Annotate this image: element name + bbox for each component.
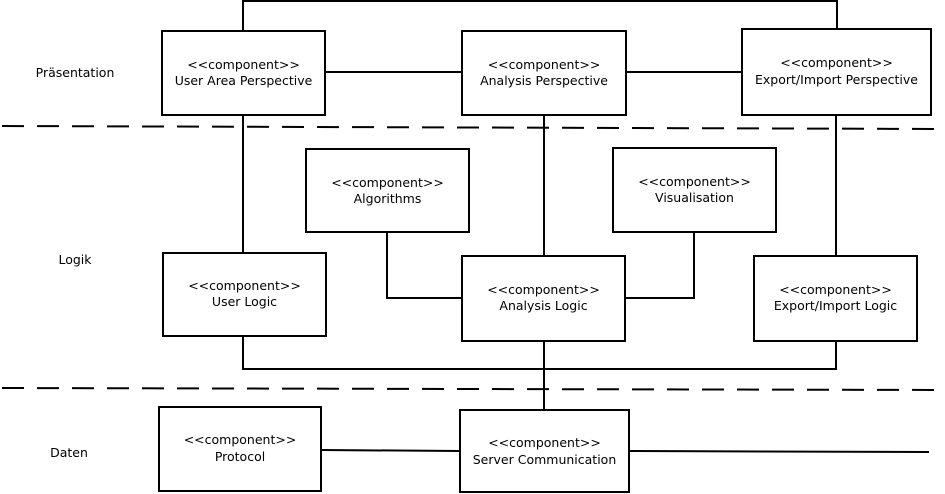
layer-separator-presentation-logic — [1, 125, 944, 130]
component-stereotype: <<component>> — [187, 57, 300, 72]
connector-logic-bus — [242, 336, 837, 370]
component-name: Algorithms — [354, 191, 422, 206]
component-stereotype: <<component>> — [487, 282, 600, 297]
connector-protocol-server-communication — [320, 449, 461, 452]
layer-label-data: Daten — [50, 445, 88, 460]
component-name: User Logic — [212, 294, 277, 309]
component-user-logic[interactable]: <<component>> User Logic — [162, 252, 327, 337]
layer-label-presentation: Präsentation — [36, 65, 115, 80]
component-name: Analysis Logic — [499, 298, 587, 313]
component-stereotype: <<component>> — [638, 174, 751, 189]
connector-algorithms-analysis-logic — [386, 232, 462, 299]
component-algorithms[interactable]: <<component>> Algorithms — [305, 148, 470, 233]
component-stereotype: <<component>> — [488, 57, 601, 72]
layer-label-logic: Logik — [58, 252, 92, 267]
component-analysis-perspective[interactable]: <<component>> Analysis Perspective — [461, 30, 627, 116]
component-export-import-perspective[interactable]: <<component>> Export/Import Perspective — [741, 28, 932, 116]
component-stereotype: <<component>> — [331, 175, 444, 190]
component-stereotype: <<component>> — [188, 278, 301, 293]
layer-separator-logic-data — [1, 387, 944, 391]
component-name: Visualisation — [655, 190, 734, 205]
component-visualisation[interactable]: <<component>> Visualisation — [612, 147, 777, 233]
component-server-communication[interactable]: <<component>> Server Communication — [459, 409, 630, 493]
component-name: User Area Perspective — [175, 73, 313, 88]
connector-visualisation-analysis-logic — [625, 232, 695, 299]
component-name: Protocol — [215, 449, 265, 464]
component-analysis-logic[interactable]: <<component>> Analysis Logic — [461, 255, 626, 342]
component-name: Server Communication — [473, 452, 617, 467]
component-name: Analysis Perspective — [480, 73, 608, 88]
component-stereotype: <<component>> — [184, 432, 297, 447]
component-user-area-perspective[interactable]: <<component>> User Area Perspective — [161, 30, 326, 116]
connectors — [242, 0, 930, 453]
connector-server-communication-external — [628, 450, 930, 453]
component-export-import-logic[interactable]: <<component>> Export/Import Logic — [753, 255, 918, 342]
component-name: Export/Import Logic — [774, 298, 897, 313]
component-stereotype: <<component>> — [780, 55, 893, 70]
component-protocol[interactable]: <<component>> Protocol — [158, 406, 322, 492]
component-stereotype: <<component>> — [779, 282, 892, 297]
component-stereotype: <<component>> — [488, 435, 601, 450]
component-name: Export/Import Perspective — [755, 72, 918, 87]
connector-user-area-export-import-top — [242, 0, 838, 31]
